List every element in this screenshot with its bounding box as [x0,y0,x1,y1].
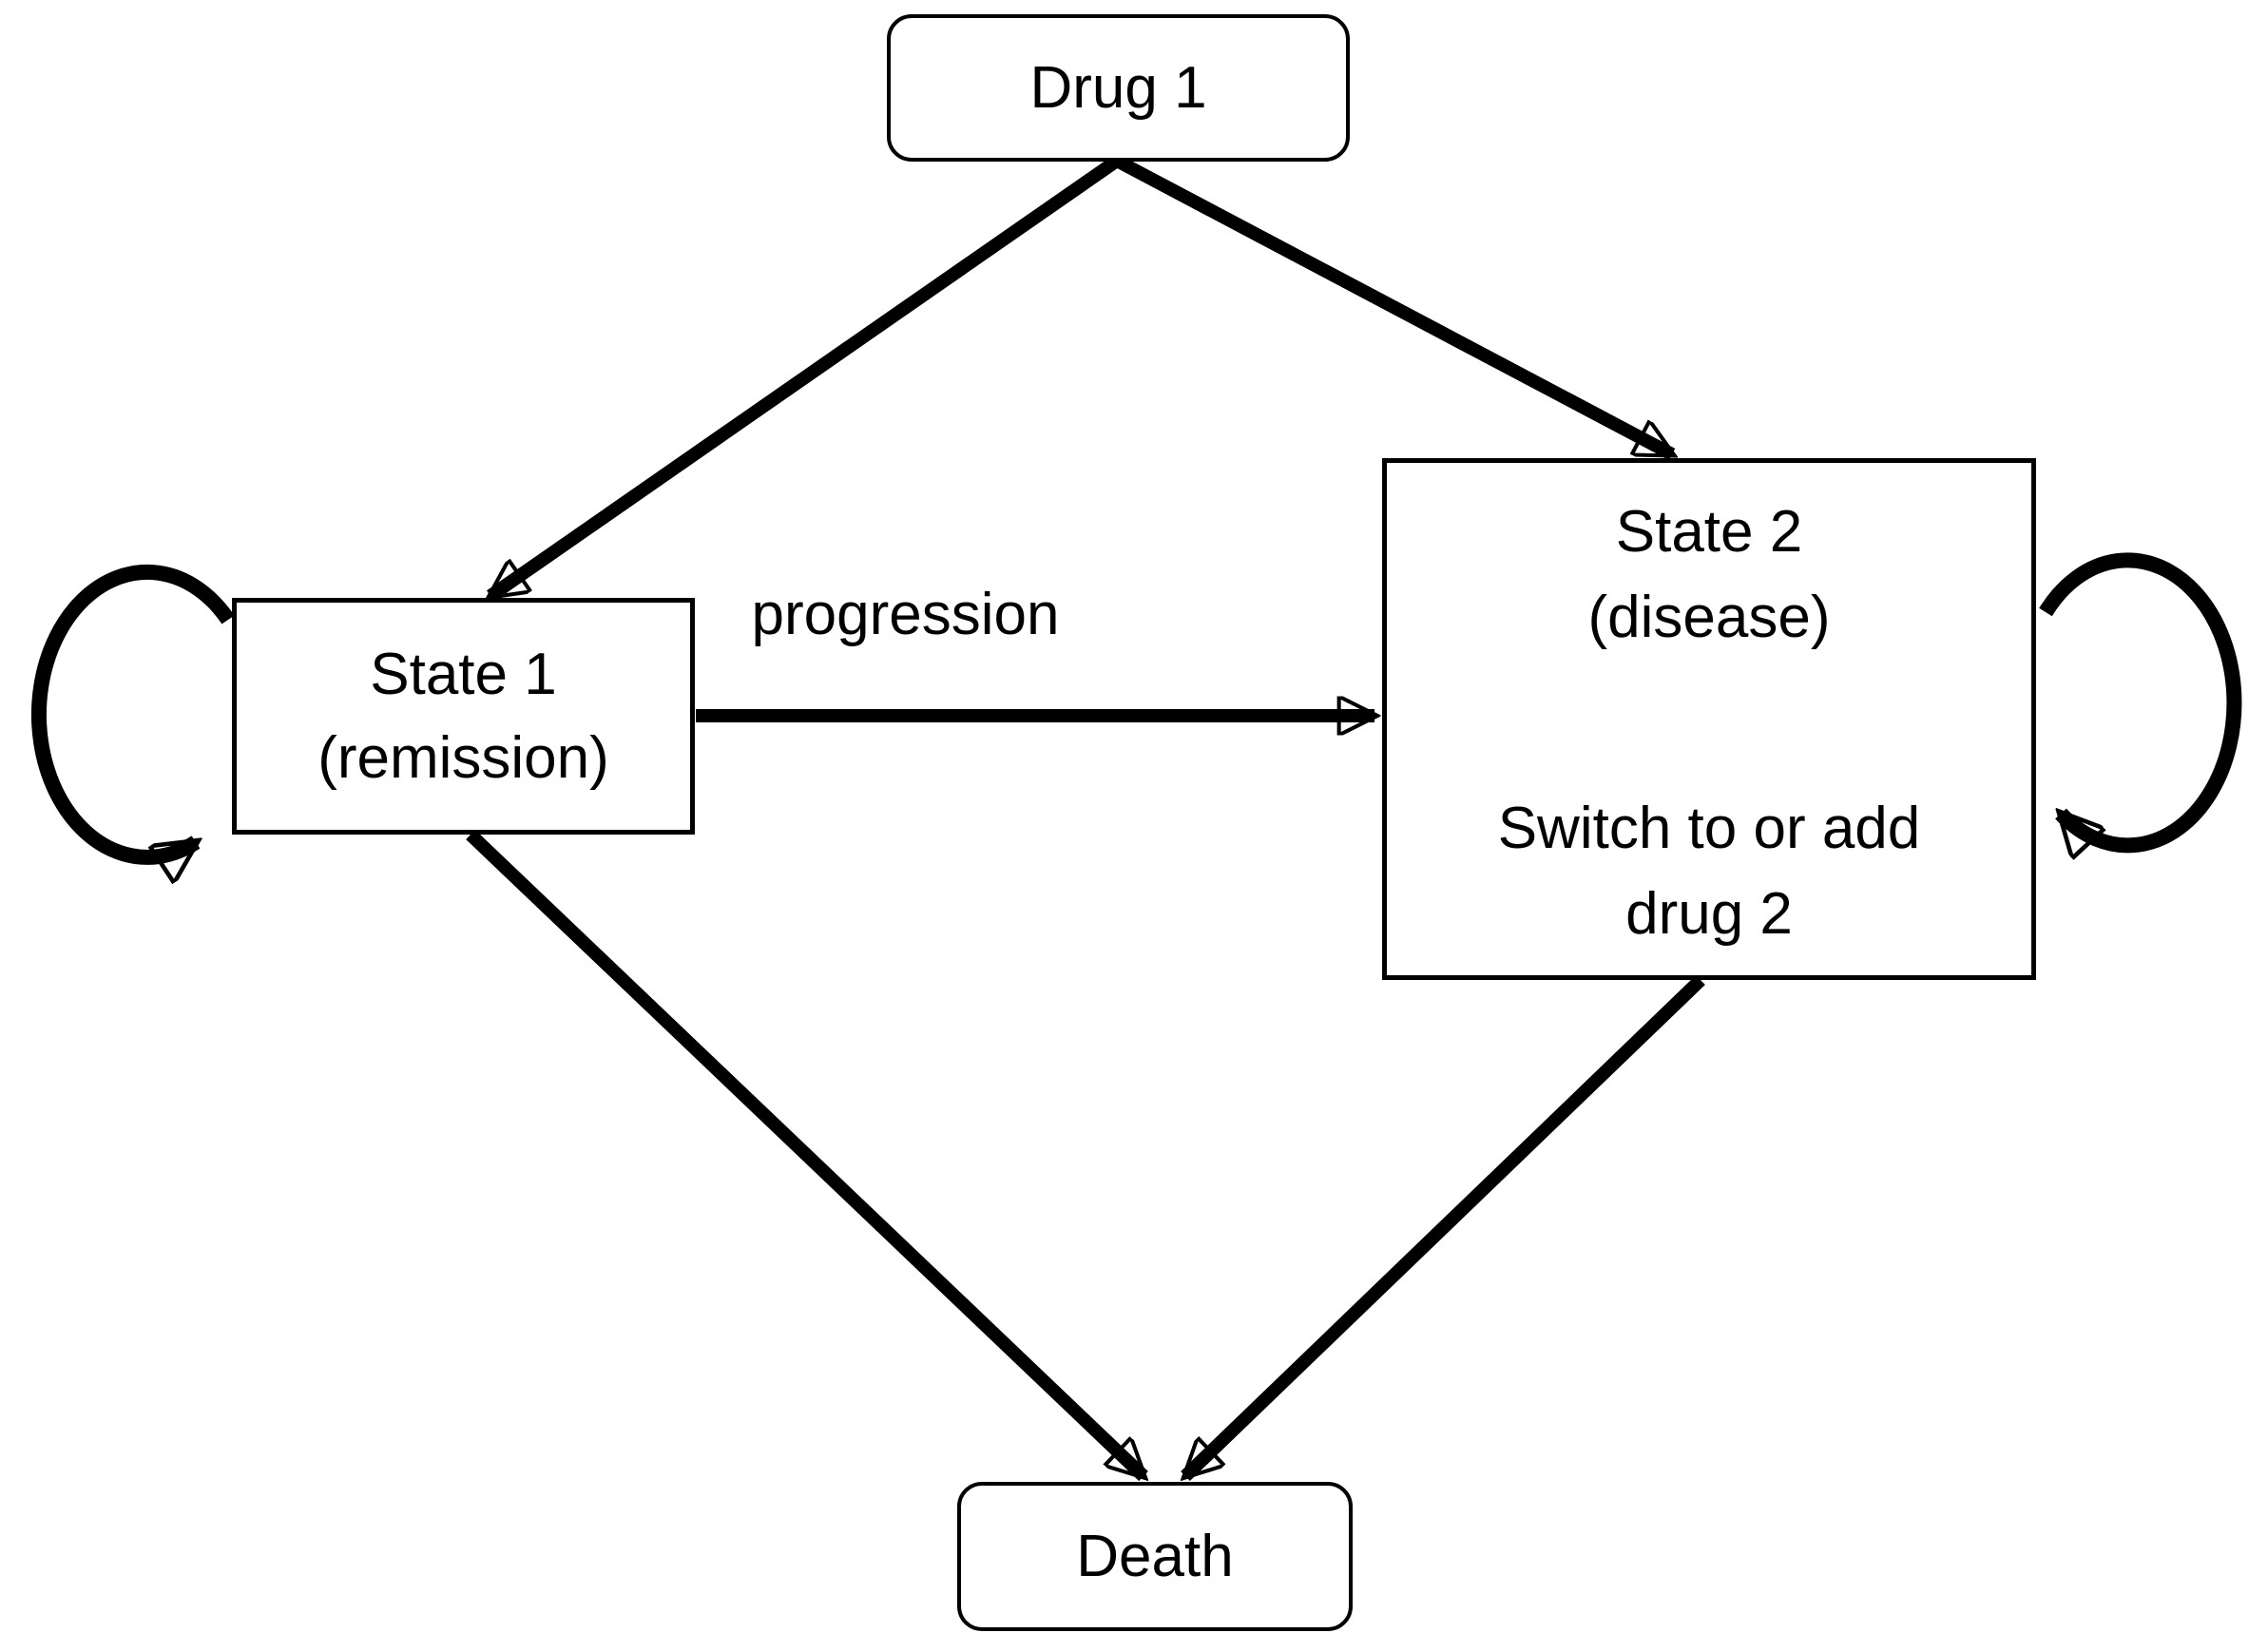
arrow-drug1-to-state1 [490,155,1121,602]
self-loop-state1 [30,564,235,857]
self-loop-state2 [2039,552,2242,845]
arrow-drug1-to-state2 [1113,154,1672,461]
node-drug1: Drug 1 [887,14,1350,162]
node-state2-line1: State 2 [1615,499,1803,565]
node-state1-line2: (remission) [317,724,609,791]
arrow-state1-to-death [466,829,1144,1476]
node-state2-line3: Switch to or add [1497,796,1921,861]
node-state2: State 2 (disease) Switch to or add drug … [1382,458,2036,980]
node-state2-line2: (disease) [1587,585,1831,650]
arrow-state2-to-death [1185,974,1705,1476]
node-drug1-label: Drug 1 [1029,54,1207,121]
node-state1-line1: State 1 [370,641,557,707]
node-state1: State 1 (remission) [232,598,695,835]
node-death: Death [957,1482,1353,1631]
node-death-label: Death [1076,1523,1234,1589]
edge-label-progression: progression [751,582,1060,647]
node-state2-line4: drug 2 [1625,881,1793,947]
